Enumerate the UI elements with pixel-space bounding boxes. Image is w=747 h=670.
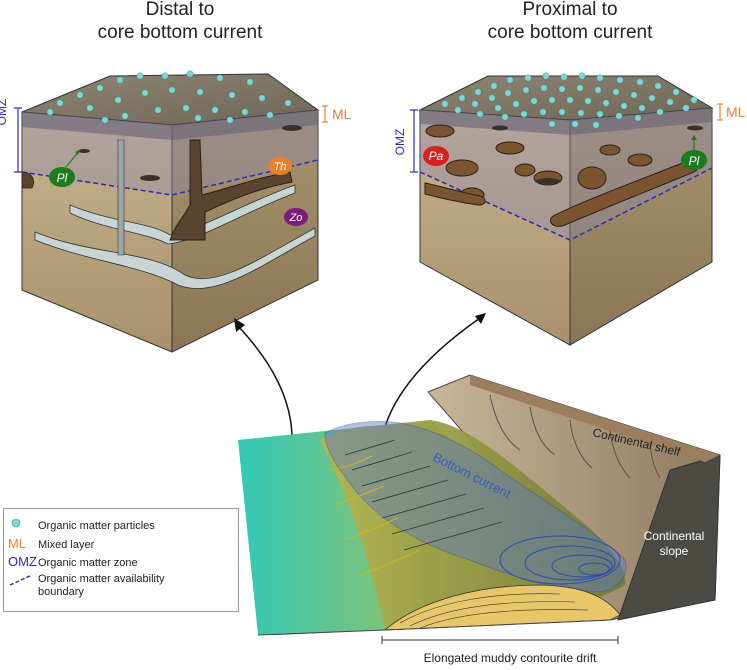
distal-mixed-layer — [22, 112, 172, 140]
legend-row-boundary: Organic matter availability boundary — [8, 573, 165, 599]
seafloor-diagram: Bottom current Continental shelf Contine… — [238, 374, 721, 644]
legend-boundary-label: Organic matter availability boundary — [38, 573, 165, 598]
proximal-ml-burrow-1 — [492, 125, 508, 131]
bottom-current — [324, 421, 627, 593]
shelf-top — [470, 375, 720, 462]
legend-boundary-icon — [8, 573, 38, 591]
arrow-head-right — [475, 313, 486, 324]
distal-ml-burrow-2 — [140, 175, 160, 181]
proximal-ml-burrow-2 — [536, 178, 560, 184]
distal-edge-burrow — [21, 171, 34, 189]
legend-ml-symbol: ML — [8, 536, 27, 551]
title-distal: Distal to core bottom current — [97, 0, 263, 43]
label-continental-slope-2: slope — [660, 544, 689, 558]
legend-omz-label: Organic matter zone — [38, 557, 138, 569]
distal-omz-right — [172, 125, 318, 195]
distal-ml-burrow-3 — [78, 149, 90, 153]
legend-row-particles: Organic matter particles — [8, 517, 155, 533]
distal-zo-text: Zo — [289, 212, 303, 224]
distal-zo-badge: Zo — [284, 208, 308, 226]
distal-pl-text: Pl — [57, 171, 68, 185]
distal-shaft — [117, 139, 125, 256]
block-proximal — [418, 75, 714, 346]
legend-ml-label: Mixed layer — [38, 539, 95, 551]
proximal-scale: OMZ ML — [393, 103, 746, 173]
drift-yellow-lines — [329, 455, 421, 576]
proximal-pa-badge: Pa — [423, 146, 449, 166]
proximal-omz-label: OMZ — [393, 129, 407, 156]
legend-particle-icon — [8, 517, 38, 533]
proximal-ml-label: ML — [726, 104, 746, 120]
proximal-burrows — [424, 124, 699, 227]
drift-cross-section — [383, 584, 621, 631]
distal-zoophycos-lower — [34, 227, 316, 289]
legend: Organic matter particles ML Mixed layer O… — [3, 508, 239, 612]
title-proximal: Proximal to core bottom current — [487, 0, 653, 43]
distal-ml-burrow-1 — [282, 125, 302, 131]
proximal-pa-text: Pa — [429, 149, 444, 163]
proximal-pl-badge: Pl — [681, 135, 707, 170]
label-continental-slope-1: Continental — [644, 529, 705, 543]
distal-scale: OMZ ML — [0, 99, 352, 173]
proximal-omz — [420, 124, 570, 240]
legend-particles-label: Organic matter particles — [38, 520, 155, 532]
proximal-ml-burrow-3 — [687, 125, 703, 131]
base-edge — [257, 619, 611, 636]
legend-row-omz: OMZOrganic matter zone — [8, 555, 138, 570]
proximal-mixed-layer — [420, 110, 570, 135]
block-distal — [21, 73, 320, 353]
distal-ml-label: ML — [332, 106, 352, 122]
current-contours — [499, 535, 621, 585]
drift-caption: Elongated muddy contourite drift — [423, 651, 597, 665]
drift-lines — [344, 439, 503, 551]
proximal-particles — [441, 72, 698, 129]
distal-mixed-layer-right — [172, 110, 318, 140]
distal-omz — [22, 127, 172, 195]
distal-zoophycos-upper — [69, 184, 296, 245]
proximal-boundary — [419, 167, 713, 241]
legend-omz-symbol: OMZ — [8, 554, 37, 569]
contourite-drift — [320, 420, 626, 630]
distal-thalassinoides — [169, 139, 293, 241]
proximal-mixed-layer-right — [570, 108, 712, 135]
distal-pl-badge: Pl — [49, 149, 81, 187]
distal-particles — [46, 70, 292, 124]
distal-th-text: Th — [274, 161, 287, 173]
distal-omz-label: OMZ — [0, 99, 9, 126]
wall-ridges — [489, 394, 661, 479]
legend-row-ml: ML Mixed layer — [8, 537, 94, 552]
distal-th-badge: Th — [268, 157, 292, 175]
arrow-head-left — [234, 318, 245, 332]
drift-strata — [399, 593, 589, 629]
proximal-pl-text: Pl — [689, 154, 700, 168]
